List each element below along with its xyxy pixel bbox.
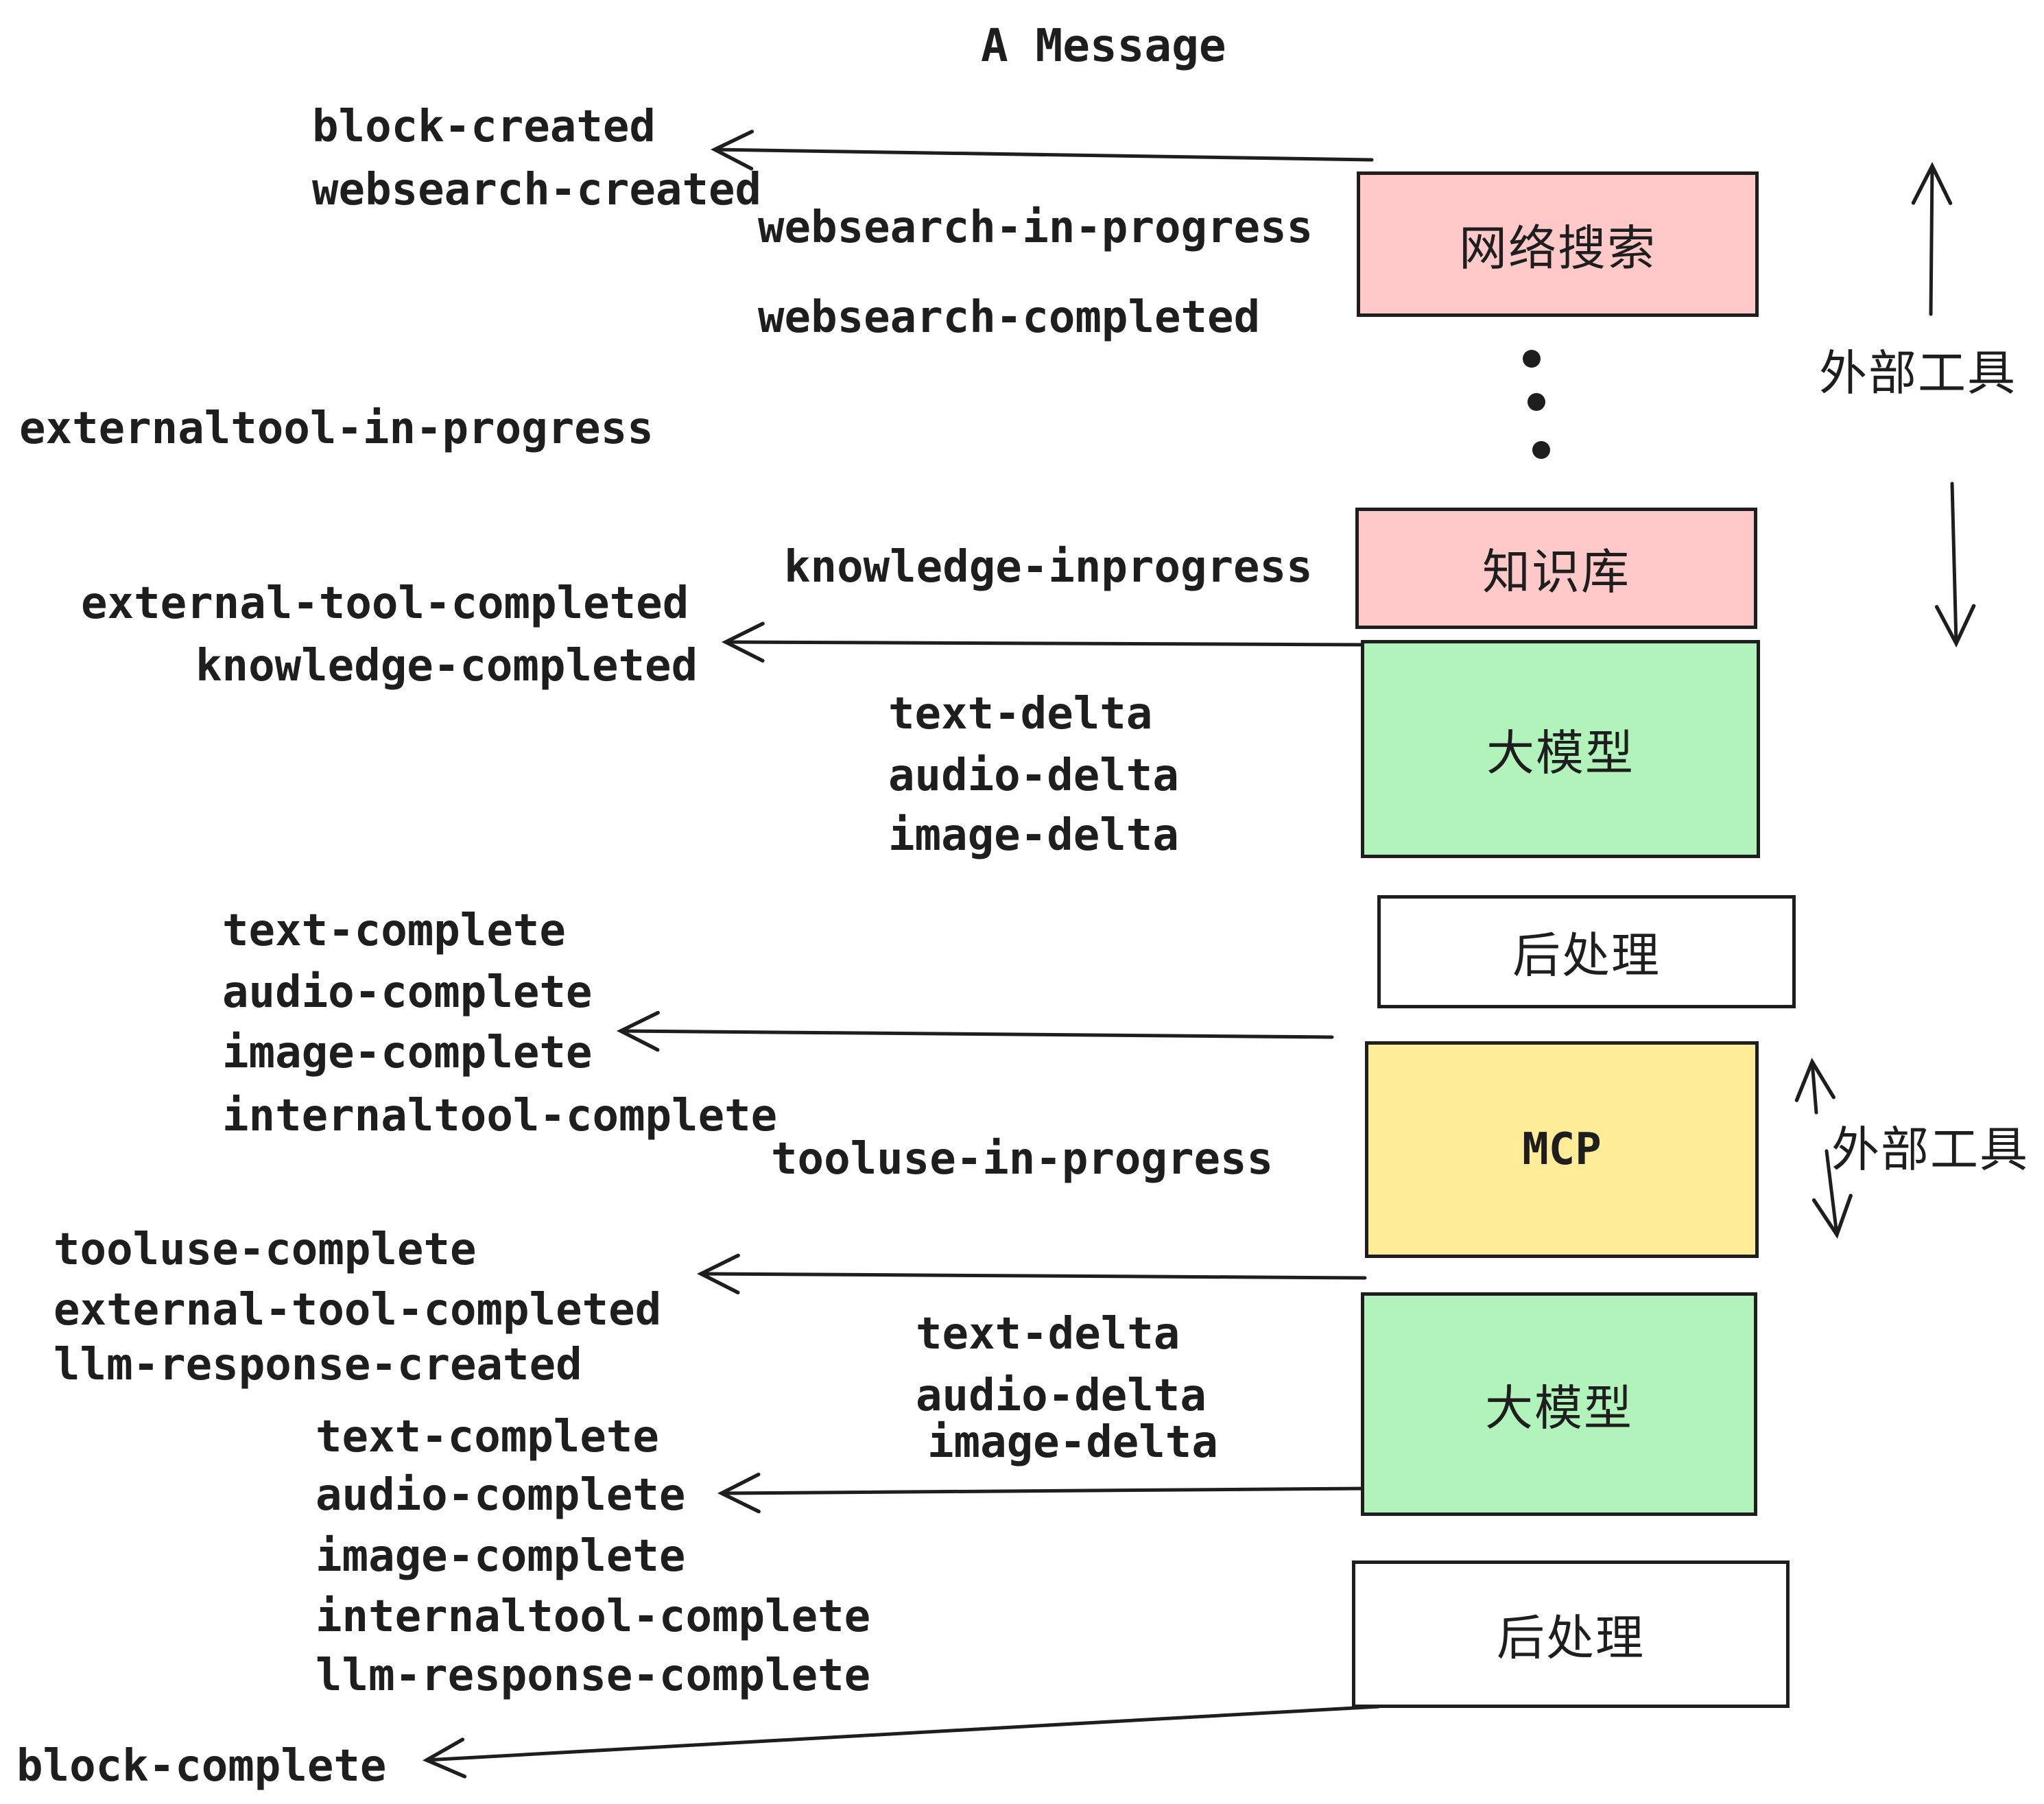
arrow-external-tools-2-down (1811, 1149, 1853, 1239)
event-label-knowledge-inprogress: knowledge-inprogress (784, 542, 1313, 593)
annotation-external-tools-1: 外部工具 (1819, 345, 2017, 401)
event-label-internaltool-complete-1: internaltool-complete (222, 1091, 778, 1141)
box-websearch-label: 网络搜索 (1459, 219, 1656, 276)
arrow-external-tools-1-down (1934, 482, 1976, 648)
box-websearch: 网络搜索 (1357, 171, 1759, 317)
box-knowledge-base-label: 知识库 (1482, 544, 1630, 600)
event-label-tooluse-in-progress: tooluse-in-progress (771, 1134, 1274, 1185)
box-mcp-label: MCP (1522, 1124, 1602, 1175)
event-label-audio-complete-2: audio-complete (316, 1470, 686, 1521)
box-mcp: MCP (1365, 1041, 1759, 1258)
event-label-external-tool-completed-1: external-tool-completed (81, 578, 689, 629)
arrow-to-image-complete (616, 1010, 1334, 1052)
event-label-image-complete-1: image-complete (222, 1028, 593, 1078)
event-label-block-created: block-created (312, 102, 656, 152)
event-label-text-complete-2: text-complete (316, 1412, 659, 1462)
diagram-title: A Message (981, 19, 1226, 72)
box-postprocess-2-label: 后处理 (1497, 1610, 1645, 1666)
event-label-audio-delta-2: audio-delta (916, 1370, 1207, 1421)
event-label-websearch-in-progress: websearch-in-progress (758, 202, 1314, 253)
event-label-image-complete-2: image-complete (316, 1531, 686, 1582)
arrow-to-audio-complete (717, 1472, 1370, 1514)
event-label-externaltool-in-progress: externaltool-in-progress (19, 403, 654, 454)
arrow-external-tools-1-up (1911, 161, 1953, 316)
arrow-to-knowledge-completed (721, 621, 1374, 663)
event-label-text-delta-2: text-delta (916, 1309, 1180, 1360)
event-label-block-complete: block-complete (16, 1741, 387, 1792)
event-label-knowledge-completed: knowledge-completed (195, 641, 698, 691)
event-label-internaltool-complete-2: internaltool-complete (316, 1591, 871, 1642)
box-llm-2: 大模型 (1361, 1292, 1757, 1516)
box-postprocess-1-label: 后处理 (1512, 927, 1661, 984)
arrow-external-tools-2-up (1794, 1057, 1835, 1115)
event-label-audio-delta-1: audio-delta (888, 750, 1179, 801)
event-label-external-tool-completed-2: external-tool-completed (54, 1285, 662, 1336)
annotation-external-tools-2: 外部工具 (1831, 1121, 2029, 1178)
box-llm-2-label: 大模型 (1485, 1379, 1633, 1436)
box-knowledge-base: 知识库 (1355, 508, 1757, 629)
box-postprocess-1: 后处理 (1377, 895, 1796, 1008)
event-label-tooluse-complete: tooluse-complete (54, 1224, 477, 1275)
event-label-llm-response-created: llm-response-created (54, 1340, 582, 1390)
event-label-image-delta-2: image-delta (927, 1417, 1218, 1468)
box-llm-1: 大模型 (1361, 640, 1760, 858)
event-label-audio-complete-1: audio-complete (222, 967, 593, 1018)
arrow-to-tooluse-complete (696, 1253, 1367, 1295)
arrow-to-block-complete (422, 1705, 1381, 1779)
event-label-llm-response-complete: llm-response-complete (316, 1650, 871, 1701)
event-label-image-delta-1: image-delta (888, 810, 1179, 861)
event-label-websearch-completed: websearch-completed (758, 292, 1261, 343)
event-label-text-delta-1: text-delta (888, 689, 1153, 739)
box-llm-1-label: 大模型 (1486, 724, 1635, 781)
arrow-websearch-to-block-created (710, 130, 1374, 171)
event-label-text-complete-1: text-complete (222, 905, 566, 956)
ellipsis-dots (1523, 350, 1550, 459)
event-label-websearch-created: websearch-created (312, 165, 762, 215)
box-postprocess-2: 后处理 (1352, 1560, 1790, 1708)
